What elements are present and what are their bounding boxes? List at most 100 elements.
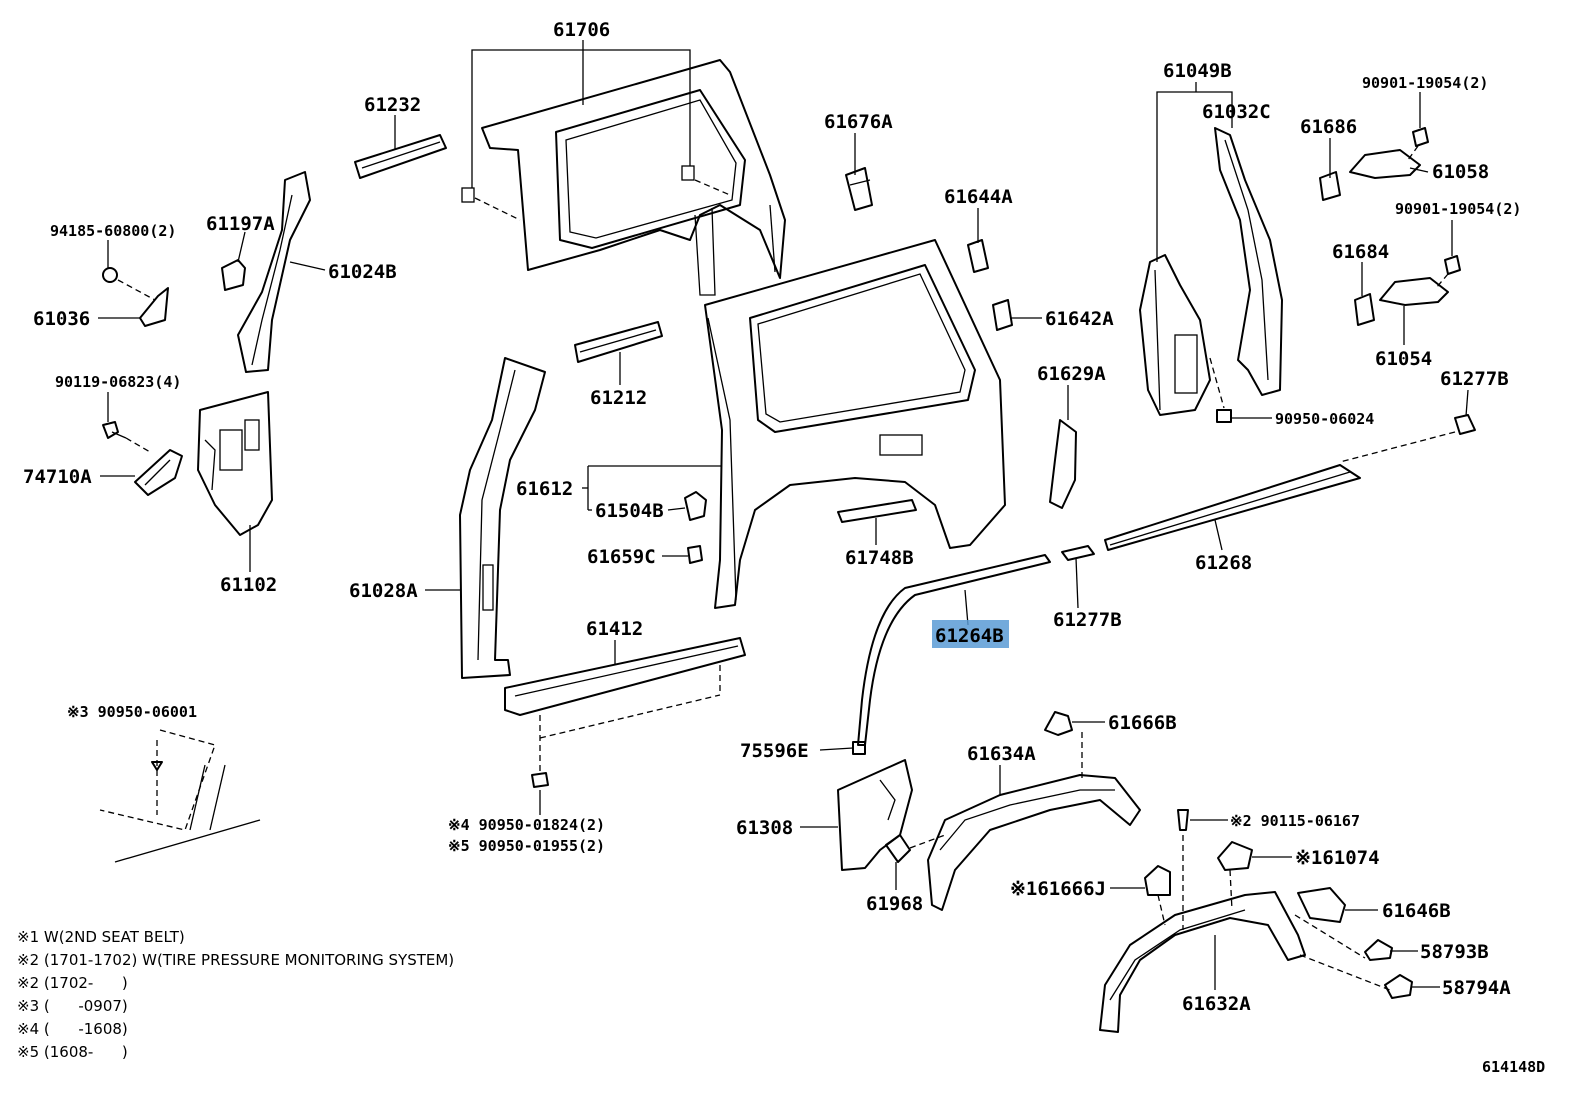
part-61277B-lower-drawing: [1061, 545, 1095, 561]
label-74710A[interactable]: 74710A: [23, 466, 92, 488]
part-58793B-drawing: [1294, 914, 1393, 961]
label-61659C[interactable]: 61659C: [587, 546, 656, 568]
label-90950-01824[interactable]: ※4 90950-01824(2): [448, 816, 605, 834]
label-61634A[interactable]: 61634A: [967, 743, 1036, 765]
label-90950-06024[interactable]: 90950-06024: [1275, 410, 1374, 428]
part-61277B-drawing: [1339, 414, 1476, 463]
label-61504B[interactable]: 61504B: [595, 500, 664, 522]
label-58794A[interactable]: 58794A: [1442, 977, 1511, 999]
part-61232-drawing: [354, 134, 447, 179]
part-61412-drawing: [504, 637, 746, 788]
part-61748B-drawing: [837, 499, 917, 523]
label-75596E[interactable]: 75596E: [740, 740, 809, 762]
label-61277B-lower[interactable]: 61277B: [1053, 609, 1122, 631]
label-61264B[interactable]: 61264B: [935, 625, 1004, 647]
label-94185-60800[interactable]: 94185-60800(2): [50, 222, 176, 240]
part-61308-drawing: [837, 759, 913, 871]
note-3: ※2 (1702- ): [17, 974, 128, 992]
part-61032C-drawing: [1214, 127, 1283, 396]
label-61032C[interactable]: 61032C: [1202, 101, 1271, 123]
part-61676A-drawing: [845, 167, 873, 211]
part-61054-drawing: [1379, 255, 1461, 306]
part-61058-drawing: [1349, 127, 1429, 179]
part-61629A-drawing: [1049, 419, 1077, 509]
part-61049B-drawing: [1139, 254, 1211, 416]
note-4: ※3 ( -0907): [17, 997, 128, 1015]
label-61676A[interactable]: 61676A: [824, 111, 893, 133]
part-61646B-drawing: [1297, 887, 1346, 923]
label-61024B[interactable]: 61024B: [328, 261, 397, 283]
part-61264B-drawing: [857, 554, 1051, 746]
label-61074[interactable]: ※161074: [1295, 847, 1380, 869]
label-61706[interactable]: 61706: [553, 19, 610, 41]
part-61642A-drawing: [992, 299, 1013, 331]
label-61642A[interactable]: 61642A: [1045, 308, 1114, 330]
label-61629A[interactable]: 61629A: [1037, 363, 1106, 385]
label-61232[interactable]: 61232: [364, 94, 421, 116]
note-1: ※1 W(2ND SEAT BELT): [17, 928, 185, 946]
label-61748B[interactable]: 61748B: [845, 547, 914, 569]
part-61632A-drawing: [1099, 891, 1306, 1033]
label-61268[interactable]: 61268: [1195, 552, 1252, 574]
label-61612[interactable]: 61612: [516, 478, 573, 500]
label-61028A[interactable]: 61028A: [349, 580, 418, 602]
part-61666B-drawing: [1044, 711, 1073, 736]
label-61686[interactable]: 61686: [1300, 116, 1357, 138]
part-61684-drawing: [1354, 293, 1375, 326]
part-90115-06167-drawing: [1177, 809, 1189, 930]
label-61968[interactable]: 61968: [866, 893, 923, 915]
label-61212[interactable]: 61212: [590, 387, 647, 409]
part-61686-drawing: [1319, 171, 1341, 201]
part-61706-drawing: [461, 59, 786, 296]
label-61054[interactable]: 61054: [1375, 348, 1432, 370]
part-61612-drawing: [704, 239, 1006, 609]
diagram-id: 614148D: [1482, 1058, 1545, 1076]
label-61644A[interactable]: 61644A: [944, 186, 1013, 208]
part-58794A-drawing: [1299, 954, 1413, 999]
label-61277B-upper[interactable]: 61277B: [1440, 368, 1509, 390]
label-61102[interactable]: 61102: [220, 574, 277, 596]
leader-lines: [98, 40, 1469, 990]
part-61024B-drawing: [237, 171, 311, 373]
part-74710A-drawing: [102, 421, 183, 496]
part-61666J-drawing: [1144, 865, 1171, 926]
label-90950-06001[interactable]: ※3 90950-06001: [67, 703, 197, 721]
label-90115-06167[interactable]: ※2 90115-06167: [1230, 812, 1360, 830]
label-61308[interactable]: 61308: [736, 817, 793, 839]
label-90901-19054-1[interactable]: 90901-19054(2): [1362, 74, 1488, 92]
part-61659C-drawing: [687, 545, 703, 564]
part-61268-drawing: [1104, 464, 1361, 551]
footnotes: ※1 W(2ND SEAT BELT) ※2 (1701-1702) W(TIR…: [17, 928, 454, 1061]
highlight-61264B: [932, 620, 1009, 648]
label-90901-19054-2[interactable]: 90901-19054(2): [1395, 200, 1521, 218]
label-61036[interactable]: 61036: [33, 308, 90, 330]
label-61197A[interactable]: 61197A: [206, 213, 275, 235]
label-61684[interactable]: 61684: [1332, 241, 1389, 263]
label-61646B[interactable]: 61646B: [1382, 900, 1451, 922]
part-61197A-drawing: [221, 259, 246, 291]
label-61058[interactable]: 61058: [1432, 161, 1489, 183]
label-61049B[interactable]: 61049B: [1163, 60, 1232, 82]
part-90950-06024-drawing: [1209, 357, 1232, 423]
part-61504B-drawing: [684, 491, 707, 521]
part-61028A-drawing: [459, 357, 546, 679]
label-61666J[interactable]: ※161666J: [1010, 878, 1106, 900]
part-61644A-drawing: [967, 239, 989, 273]
part-61074-drawing: [1217, 841, 1253, 911]
part-61634A-drawing: [927, 732, 1141, 911]
part-labels: 61706 61232 61676A 61049B 61032C 90901-1…: [23, 19, 1521, 1015]
label-90950-01955[interactable]: ※5 90950-01955(2): [448, 837, 605, 855]
part-61968-drawing: [885, 834, 946, 863]
note-5: ※4 ( -1608): [17, 1020, 128, 1038]
label-90119-06823[interactable]: 90119-06823(4): [55, 373, 181, 391]
note-2: ※2 (1701-1702) W(TIRE PRESSURE MONITORIN…: [17, 951, 454, 969]
label-58793B[interactable]: 58793B: [1420, 941, 1489, 963]
label-61632A[interactable]: 61632A: [1182, 993, 1251, 1015]
part-61036-drawing: [102, 267, 169, 327]
note-6: ※5 (1608- ): [17, 1043, 128, 1061]
part-61212-drawing: [574, 321, 663, 363]
part-61102-drawing: [197, 391, 273, 536]
label-61666B[interactable]: 61666B: [1108, 712, 1177, 734]
label-61412[interactable]: 61412: [586, 618, 643, 640]
